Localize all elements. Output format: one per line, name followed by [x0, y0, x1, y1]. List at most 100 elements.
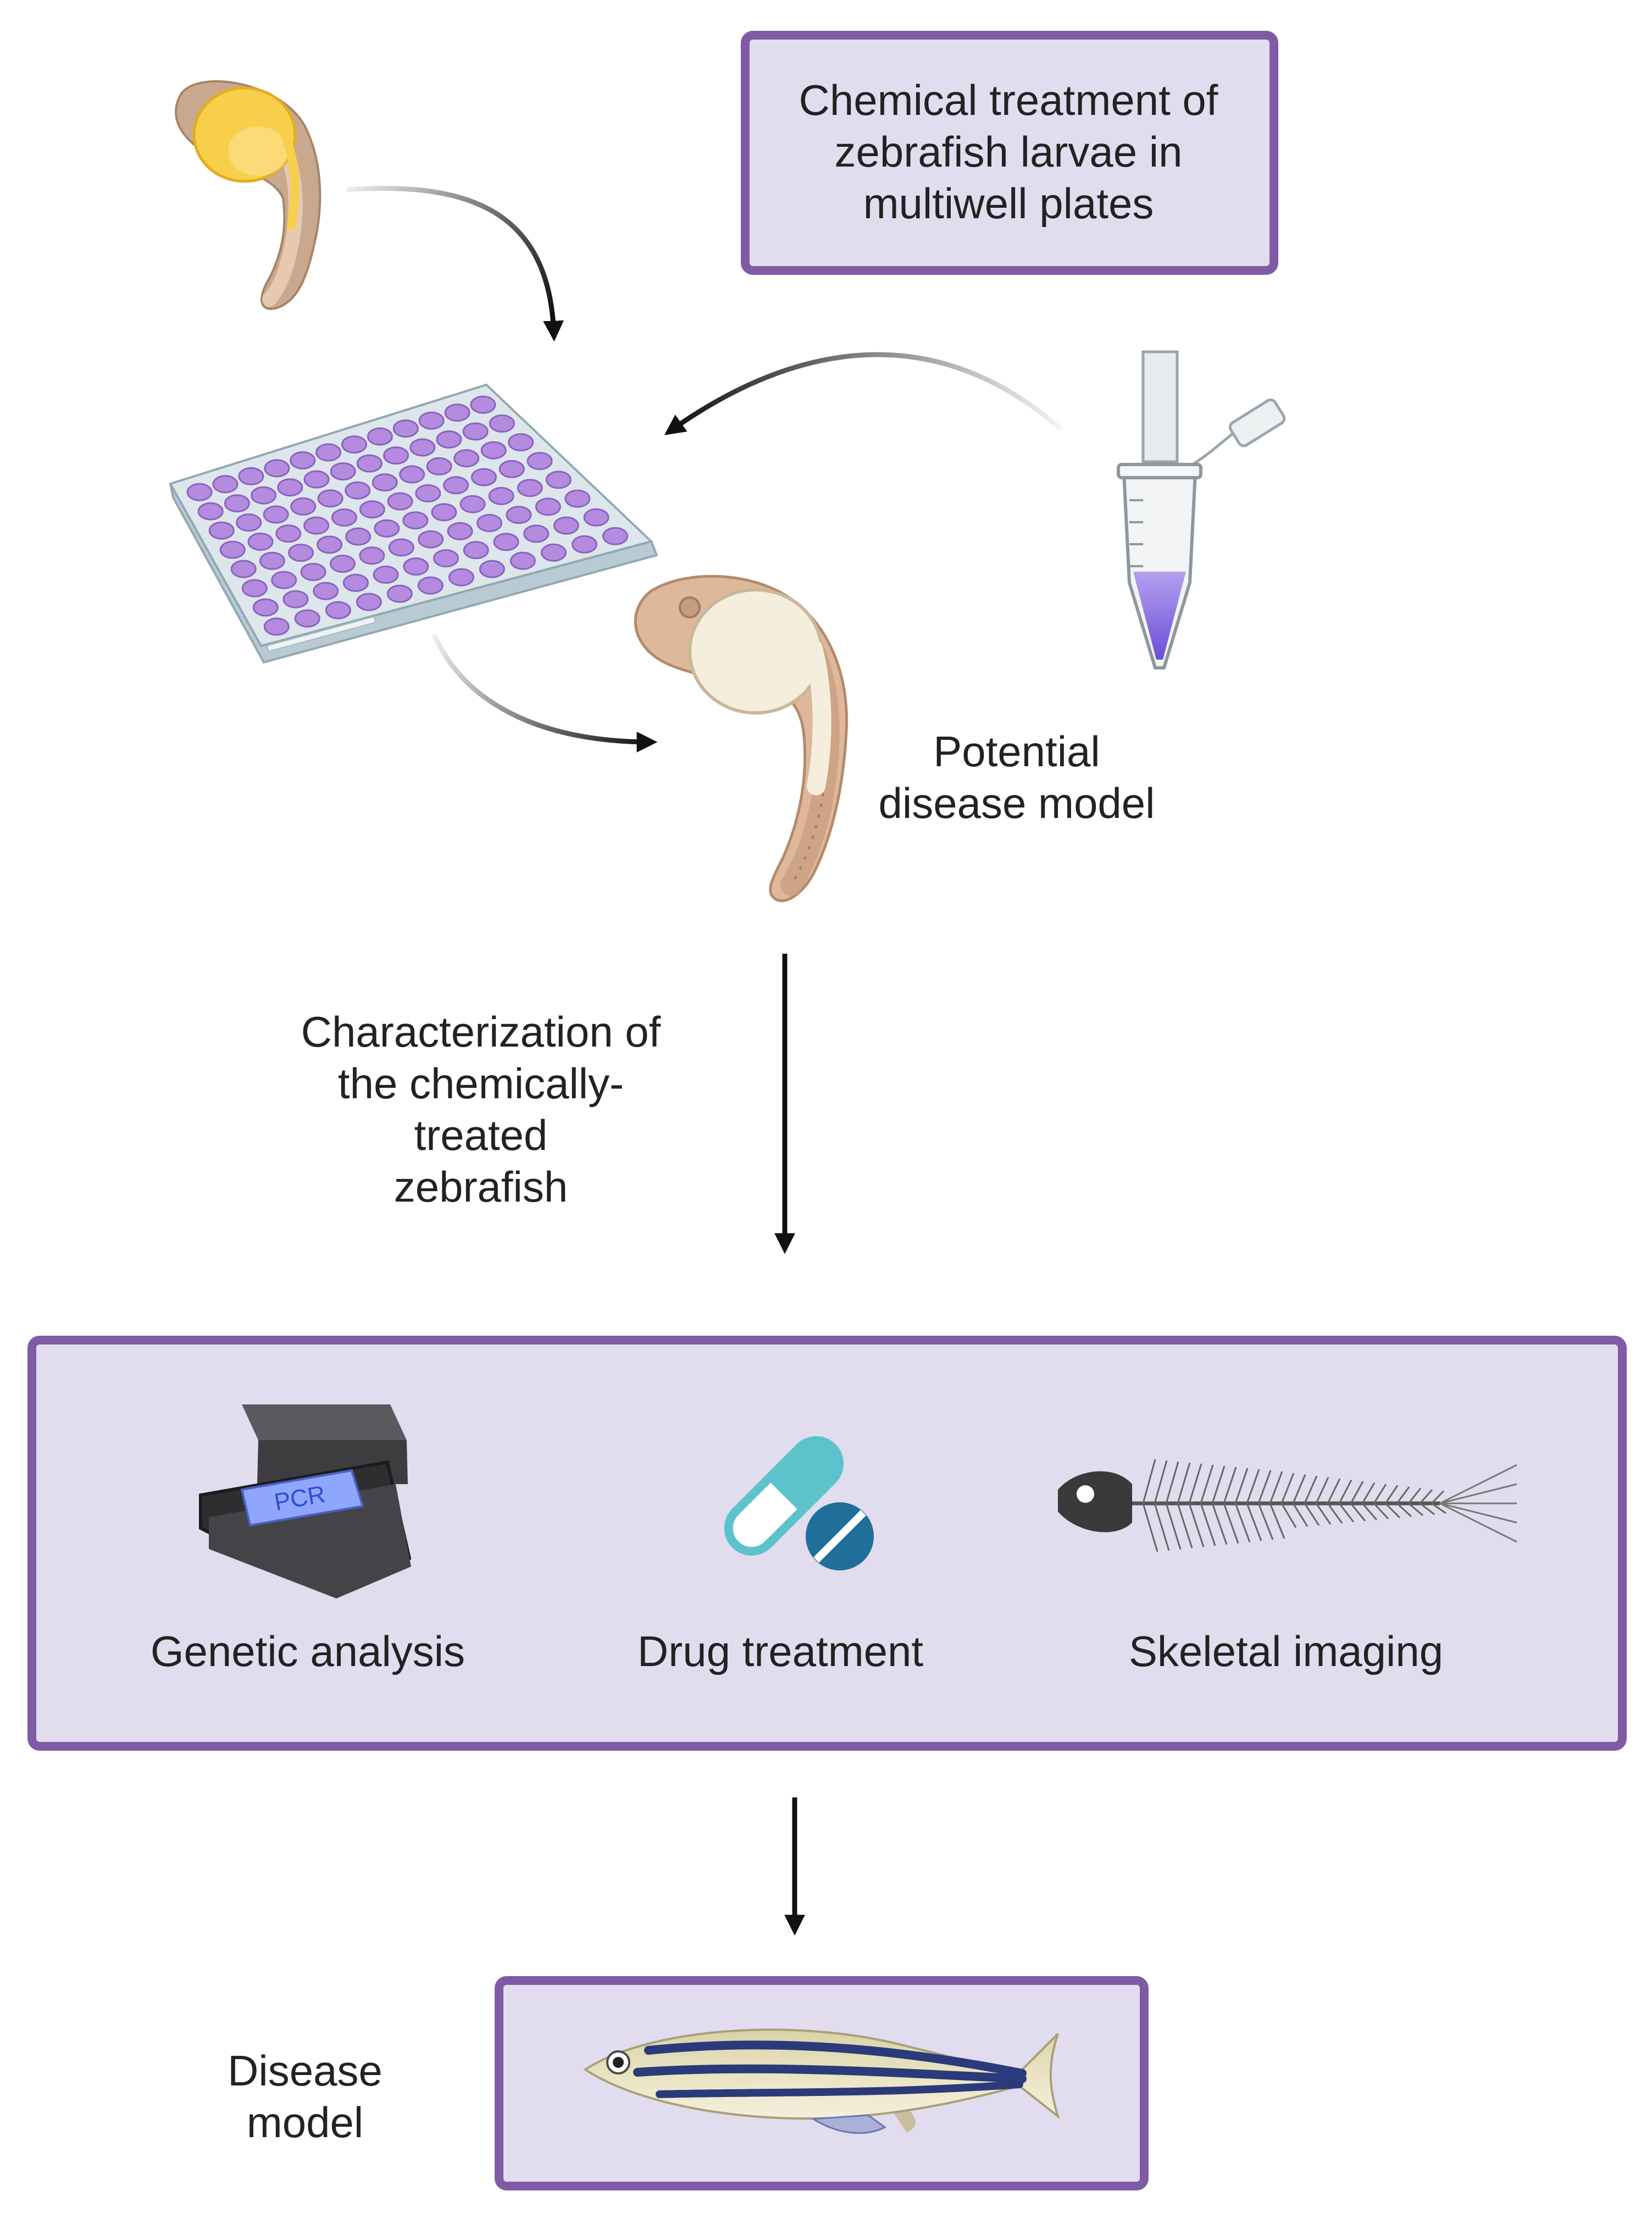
- skeleton-rib-lower: [1396, 1502, 1412, 1518]
- plate-well: [476, 514, 503, 532]
- plate-well: [359, 546, 385, 565]
- skeleton-rib-lower: [1373, 1502, 1389, 1520]
- potential-line-1: Potential: [933, 727, 1100, 776]
- plate-well: [282, 590, 309, 608]
- pcr-machine-icon: PCR: [199, 1404, 412, 1598]
- plate-well: [541, 543, 567, 562]
- plate-well: [583, 508, 609, 527]
- plate-well: [212, 475, 239, 494]
- zebrafish-illustration: [583, 2028, 1060, 2134]
- plate-well: [399, 465, 425, 484]
- plate-well: [219, 540, 246, 559]
- skeleton-rib-lower: [1165, 1503, 1182, 1550]
- eppendorf-tube-illustration: [1117, 350, 1286, 670]
- skeleton-spine-upper: [1211, 1465, 1226, 1504]
- plate-well: [444, 403, 470, 422]
- small-embryo-illustration: [175, 80, 321, 310]
- plate-well: [443, 476, 469, 495]
- plate-well: [263, 505, 289, 524]
- skeleton-rib-lower: [1408, 1502, 1423, 1517]
- plate-well: [508, 433, 534, 452]
- plate-well: [277, 478, 303, 497]
- plate-well: [330, 555, 356, 573]
- top-box-text: Chemical treatment of zebrafish larvae i…: [747, 74, 1270, 229]
- plate-well: [459, 495, 486, 513]
- skeleton-rib-lower: [1338, 1503, 1355, 1523]
- plate-well: [403, 557, 429, 576]
- plate-well: [264, 459, 290, 478]
- characterization-line-1: Characterization of: [301, 1008, 661, 1056]
- fish-skeleton-icon: [1058, 1459, 1517, 1552]
- plate-well: [303, 516, 330, 535]
- plate-well: [415, 484, 441, 502]
- plate-well: [271, 571, 297, 589]
- skeleton-spine-upper: [1292, 1474, 1306, 1504]
- plate-well: [303, 470, 330, 489]
- plate-well: [208, 521, 235, 540]
- plate-well: [372, 473, 398, 492]
- skeleton-rib-lower: [1327, 1503, 1343, 1524]
- arrow-embryo-to-plate: [346, 186, 564, 342]
- skeleton-spine-upper: [1419, 1489, 1433, 1504]
- plate-well: [373, 566, 399, 584]
- skeleton-rib-lower: [1246, 1503, 1262, 1541]
- plate-well: [479, 560, 505, 578]
- plate-well: [241, 579, 268, 597]
- skeleton-rib-lower: [1292, 1503, 1309, 1527]
- plate-well: [506, 506, 532, 524]
- plate-well: [431, 503, 457, 522]
- skeleton-spine-upper: [1304, 1475, 1318, 1504]
- plate-well: [186, 483, 213, 501]
- plate-well: [553, 516, 579, 535]
- plate-well: [275, 524, 302, 543]
- skeleton-rib-lower: [1188, 1503, 1205, 1547]
- plate-well: [315, 443, 342, 462]
- disease-model-label: Disease model: [181, 2045, 429, 2148]
- plate-well: [341, 435, 367, 454]
- skeleton-rib-lower: [1315, 1503, 1332, 1525]
- top-box-line-2: zebrafish larvae in: [834, 128, 1183, 176]
- plate-well: [263, 617, 290, 636]
- plate-well: [509, 551, 536, 570]
- plate-well: [517, 479, 543, 497]
- skeleton-spine-upper: [1188, 1463, 1202, 1504]
- plate-well: [386, 584, 413, 603]
- plate-well: [489, 414, 515, 433]
- plate-well: [392, 419, 419, 438]
- plate-well: [356, 593, 382, 611]
- skeleton-rib-lower: [1177, 1503, 1193, 1548]
- plate-well: [345, 527, 372, 546]
- characterization-line-3: treated: [414, 1111, 548, 1159]
- genetic-analysis-label: Genetic analysis: [150, 1627, 465, 1675]
- plate-well: [317, 489, 343, 508]
- top-box-line-1: Chemical treatment of: [799, 76, 1218, 124]
- plate-well: [493, 533, 519, 551]
- plate-well: [294, 609, 320, 628]
- skeleton-rib-lower: [1280, 1503, 1297, 1528]
- skeleton-rib-lower: [1269, 1503, 1285, 1539]
- plate-well: [402, 511, 429, 530]
- plate-well: [345, 481, 371, 500]
- plate-well: [290, 451, 316, 469]
- plate-well: [417, 576, 444, 595]
- skeleton-rib-lower: [1200, 1503, 1216, 1546]
- plate-well: [535, 497, 561, 516]
- skeleton-rib-lower: [1350, 1503, 1366, 1522]
- plate-well: [448, 568, 474, 587]
- plate-well: [572, 535, 597, 554]
- plate-well: [251, 486, 277, 505]
- plate-well: [288, 544, 314, 562]
- plate-well: [462, 422, 489, 441]
- capsule-tablet-icon: [724, 1436, 874, 1570]
- plate-well: [418, 530, 444, 549]
- plate-well: [230, 560, 257, 578]
- skeleton-rib-lower: [1420, 1502, 1435, 1515]
- plate-well: [374, 519, 400, 538]
- skeleton-spine-upper: [1223, 1467, 1237, 1504]
- plate-well: [447, 522, 473, 540]
- skeleton-spine-upper: [1315, 1476, 1329, 1504]
- plate-well: [426, 457, 452, 475]
- plate-well: [480, 441, 507, 460]
- plate-well: [602, 527, 628, 545]
